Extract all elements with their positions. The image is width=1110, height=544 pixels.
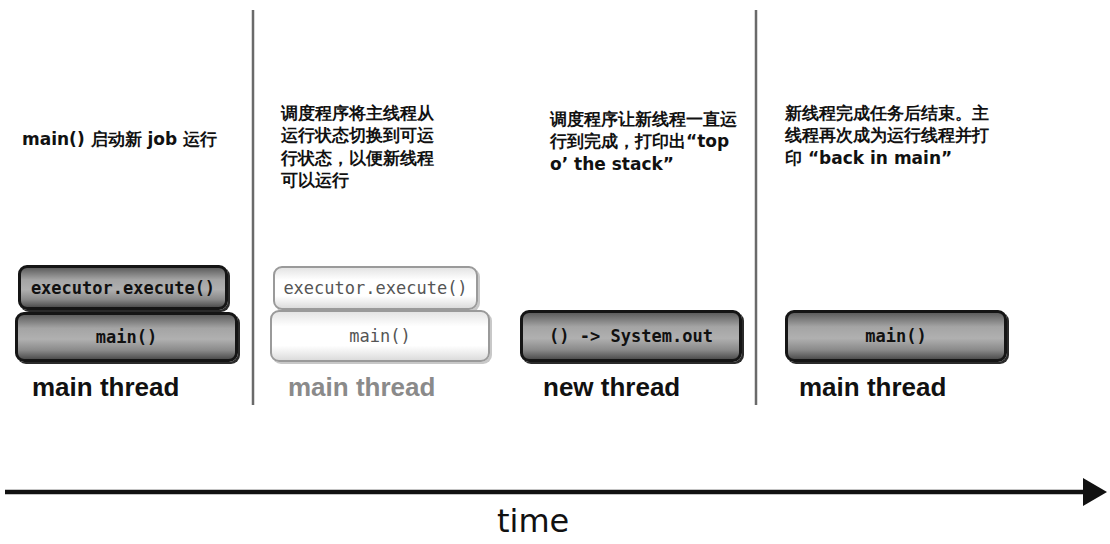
frame-text: main(): [865, 326, 926, 346]
thread-label: new thread: [543, 372, 680, 403]
step-note: 调度程序让新线程一直运行到完成，打印出“top o’ the stack”: [550, 108, 740, 175]
inactive-stack-frame: main(): [270, 310, 490, 362]
frame-text: () -> System.out: [549, 326, 713, 346]
frame-text: executor.execute(): [31, 278, 215, 298]
axis-label: time: [497, 502, 569, 540]
frame-text: main(): [96, 327, 157, 347]
stack-frame: main(): [15, 312, 238, 362]
step-note: 调度程序将主线程从运行状态切换到可运行状态，以便新线程可以运行: [281, 102, 446, 192]
stack-frame: () -> System.out: [520, 310, 742, 362]
thread-label: main thread: [32, 372, 179, 403]
stack-frame: executor.execute(): [18, 265, 228, 310]
thread-label: main thread: [288, 372, 435, 403]
time-arrowhead: [1083, 478, 1107, 506]
frame-text: main(): [349, 326, 410, 346]
step-note: main() 启动新 job 运行: [22, 128, 217, 150]
frame-text: executor.execute(): [283, 278, 467, 298]
column-divider: [755, 10, 758, 405]
stack-frame: main(): [785, 310, 1007, 362]
step-note: 新线程完成任务后结束。主线程再次成为运行线程并打印 “back in main”: [785, 102, 990, 169]
column-divider: [252, 10, 255, 405]
thread-label: main thread: [799, 372, 946, 403]
inactive-stack-frame: executor.execute(): [273, 266, 478, 310]
time-axis: [5, 490, 1086, 495]
